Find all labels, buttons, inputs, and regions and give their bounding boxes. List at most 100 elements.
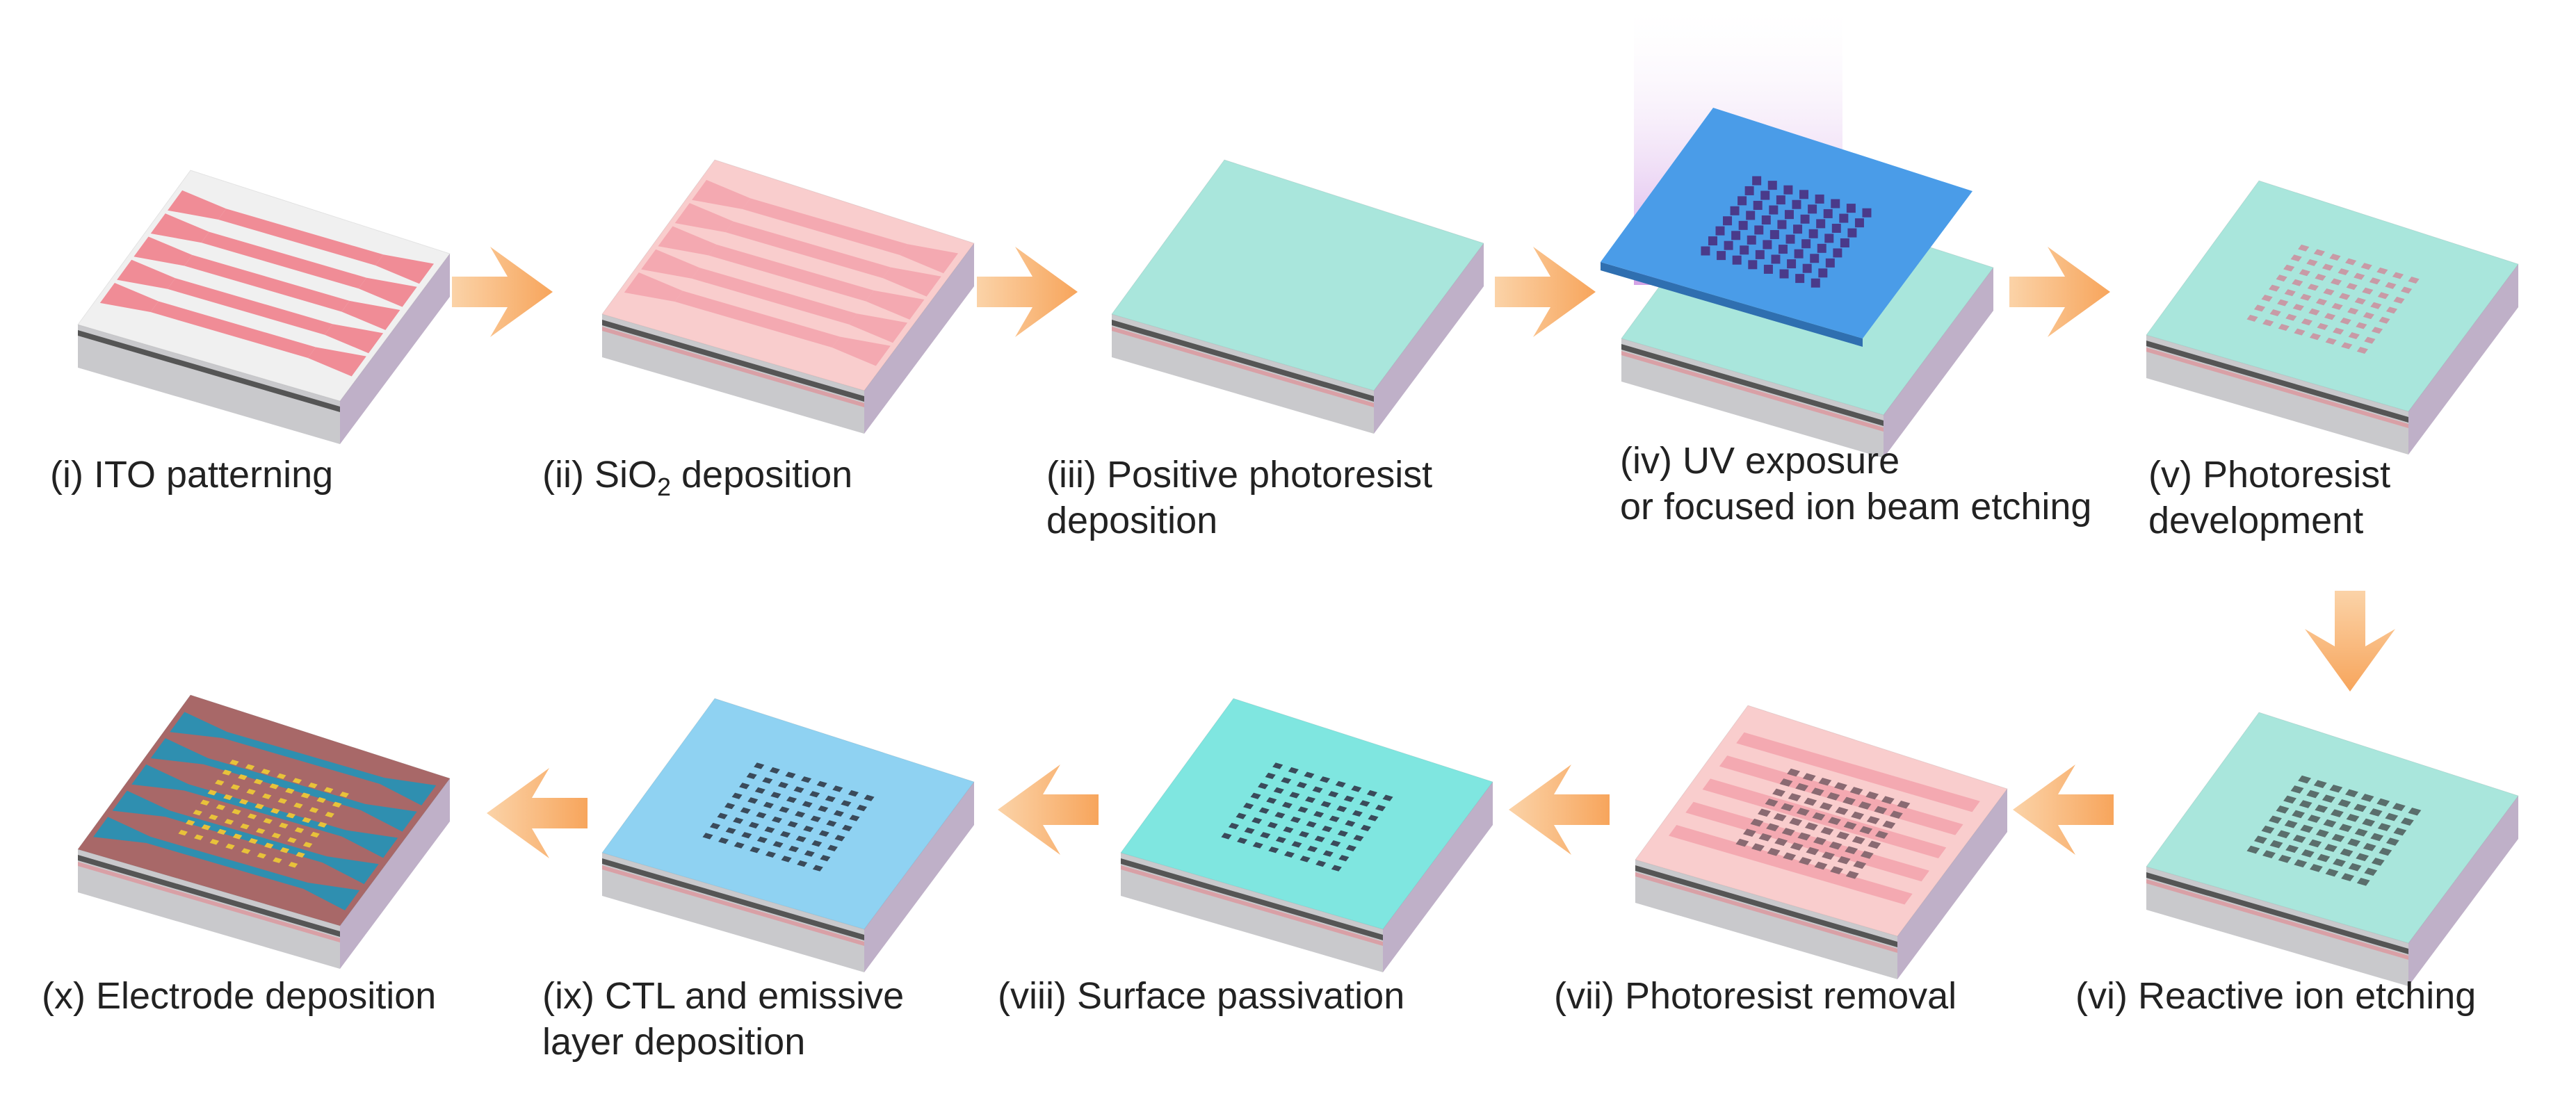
mask-aperture (1808, 204, 1817, 214)
ito-stripe (1736, 732, 1980, 812)
mask-aperture (1799, 190, 1809, 199)
electrode (131, 764, 398, 858)
hole (762, 777, 773, 784)
hole (763, 801, 774, 809)
right-side (1897, 789, 2007, 979)
etched-hole (2269, 815, 2282, 824)
etched-hole (2261, 825, 2275, 834)
hole (1307, 845, 1318, 853)
emissive-pixel (280, 847, 290, 853)
ito-pad (133, 236, 193, 266)
hole (2345, 258, 2357, 265)
electrode (170, 712, 437, 806)
right-side (2408, 796, 2518, 986)
hole (1274, 812, 1286, 819)
mask-aperture (1755, 250, 1765, 259)
pillar (1798, 857, 1812, 865)
hole (818, 806, 829, 812)
hole (2301, 318, 2312, 326)
hole (809, 791, 820, 798)
emissive-pixel (339, 792, 349, 798)
hole (764, 826, 775, 833)
electrode (112, 790, 379, 885)
emissive-pixel (293, 802, 303, 809)
hole (2300, 293, 2312, 301)
pillar (1835, 807, 1849, 815)
hole (1331, 865, 1342, 872)
ito-pad (99, 283, 159, 313)
ito-stripe (1719, 755, 1963, 835)
pillar (1758, 808, 1771, 817)
etched-hole (2345, 789, 2358, 798)
etched-hole (2290, 785, 2304, 794)
layer-line (2146, 341, 2408, 423)
etched-hole (2292, 810, 2306, 819)
pillar (1812, 812, 1826, 821)
mask-aperture (1818, 268, 1828, 278)
pillar (1881, 796, 1895, 804)
pillar (1829, 841, 1842, 850)
hole (779, 806, 790, 813)
ito-pad (882, 267, 941, 297)
emissive-pixel (317, 821, 327, 828)
etched-hole (2360, 794, 2374, 802)
mask-aperture (1823, 208, 1833, 218)
mask-aperture (1724, 240, 1733, 250)
emissive-pixel (254, 803, 264, 810)
etched-hole (2246, 845, 2260, 854)
hole (1312, 786, 1323, 793)
mask-aperture (1723, 216, 1733, 226)
mask-aperture (1815, 194, 1824, 204)
etched-hole (2340, 848, 2354, 857)
emissive-pixel (229, 759, 239, 766)
emissive-pixel (193, 810, 202, 816)
emissive-pixel (325, 812, 334, 818)
mask-aperture (1785, 234, 1795, 244)
etched-hole (2308, 839, 2322, 848)
pillar (1822, 851, 1835, 860)
arrow-right-icon (452, 247, 553, 337)
pillar (1765, 799, 1779, 807)
mask-aperture (1748, 260, 1758, 270)
ito-pad (641, 249, 700, 279)
etched-hole (2364, 867, 2378, 876)
mask-aperture (1731, 231, 1741, 240)
hole (772, 841, 784, 848)
hole (1360, 824, 1371, 832)
hole (1228, 822, 1240, 830)
arrow-right-icon (2009, 247, 2110, 337)
pillar (1859, 826, 1873, 835)
emissive-pixel (308, 782, 318, 789)
pillar (1889, 810, 1903, 819)
etched-hole (2322, 794, 2335, 803)
emissive-pixel (225, 843, 235, 850)
mask-aperture (1732, 255, 1742, 265)
hole (2324, 313, 2336, 320)
emissive-pixel (230, 784, 241, 790)
mask-aperture (1771, 254, 1781, 264)
hole (777, 781, 788, 789)
hole (1313, 810, 1325, 818)
etched-hole (2392, 803, 2406, 811)
hole (747, 797, 759, 804)
emissive-pixel (232, 808, 241, 815)
hole (2308, 308, 2320, 316)
hole (1322, 826, 1333, 833)
hole (746, 772, 757, 780)
mask-aperture (1833, 248, 1842, 258)
pillar (1818, 777, 1832, 786)
pillar (1804, 797, 1817, 806)
hole (848, 790, 859, 797)
hole (2338, 268, 2349, 276)
emissive-pixel (209, 839, 220, 845)
device-block-v (2146, 180, 2519, 455)
hole (1330, 840, 1341, 847)
etched-hole (2269, 840, 2283, 849)
mask-aperture (1808, 229, 1818, 238)
ito-pad (624, 272, 683, 302)
hole (718, 837, 729, 844)
etched-hole (2347, 838, 2360, 847)
mask-aperture (1760, 190, 1770, 200)
hole (1382, 794, 1393, 801)
